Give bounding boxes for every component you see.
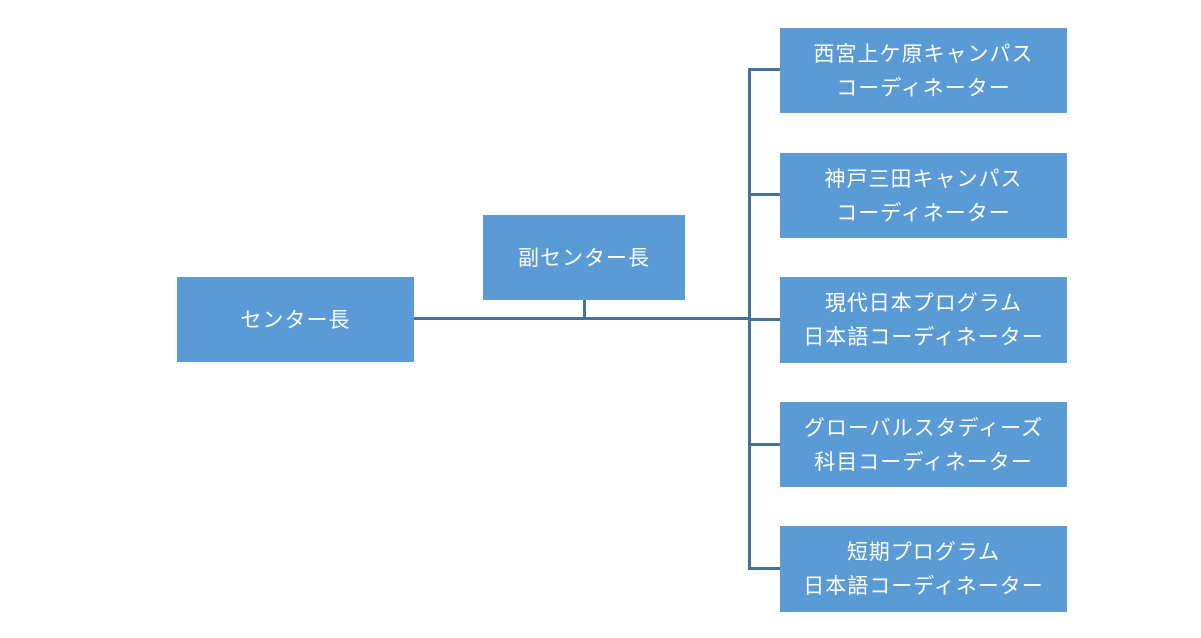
- coordinator-label-line1: 現代日本プログラム: [824, 291, 1023, 315]
- coordinator-label-line2: 日本語コーディネーター: [803, 574, 1044, 598]
- coordinator-label-line1: 短期プログラム: [846, 540, 1001, 564]
- connector-branch-4: [748, 443, 780, 446]
- connector-branch-1: [748, 68, 780, 71]
- coordinator-label-line1: 神戸三田キャンパス: [824, 166, 1023, 191]
- director-box: センター長: [177, 277, 414, 362]
- deputy-director-box: 副センター長: [483, 215, 685, 300]
- coordinator-label-line2: コーディネーター: [836, 200, 1011, 225]
- connector-branch-3: [748, 318, 780, 321]
- coordinator-box-nishinomiya-uegahara: 西宮上ケ原キャンパス コーディネーター: [780, 28, 1067, 113]
- coordinator-box-short-term-program: 短期プログラム 日本語コーディネーター: [780, 526, 1067, 612]
- coordinator-box-global-studies: グローバルスタディーズ 科目コーディネーター: [780, 402, 1067, 487]
- coordinator-label-line2: コーディネーター: [836, 75, 1011, 100]
- director-label: センター長: [240, 307, 351, 332]
- connector-director-to-trunk: [414, 317, 750, 320]
- deputy-director-label: 副センター長: [518, 245, 650, 270]
- coordinator-label-line2: 科目コーディネーター: [814, 449, 1033, 474]
- coordinator-box-kobe-sanda: 神戸三田キャンパス コーディネーター: [780, 153, 1067, 238]
- coordinator-label-line1: 西宮上ケ原キャンパス: [813, 41, 1034, 66]
- coordinator-label-line1: グローバルスタディーズ: [803, 415, 1044, 440]
- connector-deputy-stem: [583, 299, 586, 319]
- coordinator-box-contemporary-japan-program: 現代日本プログラム 日本語コーディネーター: [780, 277, 1067, 363]
- connector-branch-2: [748, 193, 780, 196]
- coordinator-label-line2: 日本語コーディネーター: [803, 325, 1044, 349]
- connector-branch-5: [748, 567, 780, 570]
